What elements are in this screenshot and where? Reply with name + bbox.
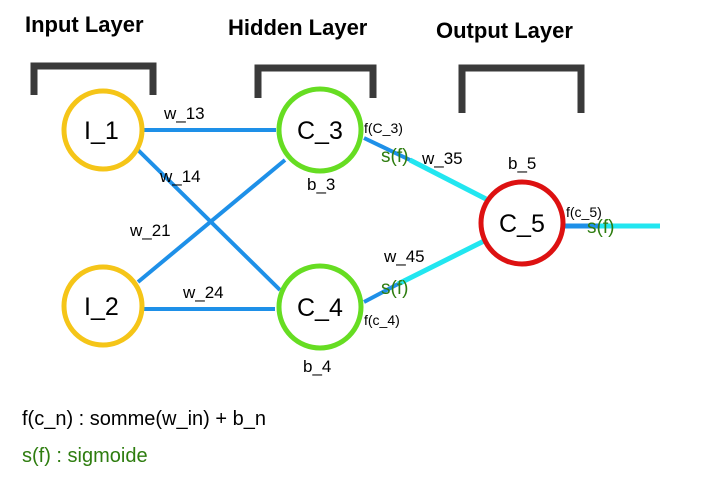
input-layer-title: Input Layer <box>25 12 144 37</box>
bias-b4-label: b_4 <box>303 357 331 376</box>
bias-b5-label: b_5 <box>508 154 536 173</box>
function-f-c3-label: f(C_3) <box>364 120 403 136</box>
hidden-layer-bracket <box>254 64 377 98</box>
hidden-layer-title: Hidden Layer <box>228 15 368 40</box>
weight-w45-label: w_45 <box>383 247 425 266</box>
node-c3-label: C_3 <box>297 117 343 145</box>
sigmoid-s-f-c3-label: s(f) <box>381 146 408 167</box>
bias-b3-label: b_3 <box>307 175 335 194</box>
node-c5 <box>478 179 566 267</box>
input-layer-bracket <box>30 62 157 95</box>
output-layer-title: Output Layer <box>436 18 573 43</box>
edge-i2-c3 <box>136 158 287 284</box>
node-c3 <box>276 86 364 174</box>
function-f-c5-label: f(c_5) <box>566 204 602 220</box>
output-layer-bracket <box>458 64 585 113</box>
weight-w35-label: w_35 <box>421 149 463 168</box>
weight-w14-label: w_14 <box>159 167 201 186</box>
sigmoid-s-f-c4-label: s(f) <box>381 278 408 299</box>
weight-w13-label: w_13 <box>163 104 205 123</box>
node-i1 <box>61 88 145 172</box>
function-f-c4-label: f(c_4) <box>364 312 400 328</box>
node-i2-label: I_2 <box>84 293 119 321</box>
node-c4-label: C_4 <box>297 294 343 322</box>
sigmoid-s-f-c5-label: s(f) <box>587 217 614 238</box>
edge-i1-c4 <box>136 148 282 292</box>
node-c4 <box>276 263 364 351</box>
edge-c4-c5-blue <box>363 282 399 304</box>
legend-formula: f(c_n) : somme(w_in) + b_n <box>22 408 266 430</box>
edge-c3-c5-blue <box>363 136 411 162</box>
weight-w24-label: w_24 <box>182 283 224 302</box>
node-c5-label: C_5 <box>499 210 545 238</box>
edge-c4-c5-cyan <box>396 237 488 287</box>
weight-w21-label: w_21 <box>129 221 171 240</box>
edge-c3-c5-cyan <box>408 157 488 202</box>
legend-sigmoid: s(f) : sigmoide <box>22 445 148 467</box>
node-i1-label: I_1 <box>84 117 119 145</box>
node-i2 <box>61 264 145 348</box>
